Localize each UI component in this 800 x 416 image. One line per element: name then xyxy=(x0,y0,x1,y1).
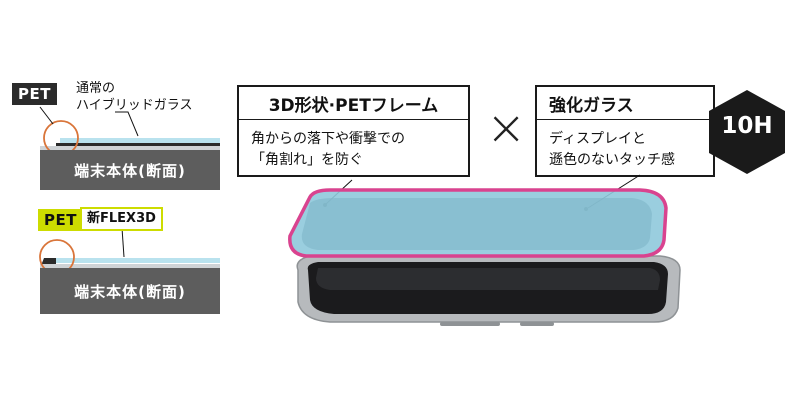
pet-tag-flex3d: PET xyxy=(38,209,83,231)
device-body-cross-section-bottom: 端末本体(断面) xyxy=(40,268,220,314)
cross-section-diagrams xyxy=(39,106,220,275)
times-symbol: × xyxy=(486,100,527,156)
hexagon-shape xyxy=(709,90,785,174)
glass-line-1: ディスプレイと xyxy=(549,131,647,147)
glass-line-2: 遜色のないタッチ感 xyxy=(549,152,675,168)
callout-line-1: 通常の xyxy=(76,81,116,96)
phone-illustration xyxy=(288,174,681,326)
base-layer xyxy=(40,146,220,150)
standard-glass-callout: 通常の ハイブリッドガラス xyxy=(76,80,192,114)
side-button-icon xyxy=(440,322,500,326)
flex-base-layer xyxy=(40,264,220,268)
pet-frame-line-1: 角からの落下や衝撃での xyxy=(251,131,405,147)
glass-description: ディスプレイと 遜色のないタッチ感 xyxy=(549,129,675,171)
glass-layer xyxy=(60,138,220,143)
callout-line-2: ハイブリッドガラス xyxy=(76,98,193,113)
side-button-icon xyxy=(520,322,554,326)
pet-tag-standard: PET xyxy=(12,83,57,105)
pet-layer xyxy=(56,143,220,146)
flex3d-label: 新FLEX3D xyxy=(80,207,163,231)
hexagon-badge-icon xyxy=(709,90,785,174)
flex-leader-line xyxy=(121,227,125,258)
tempered-glass-feature-box: 強化ガラス ディスプレイと 遜色のないタッチ感 xyxy=(535,85,715,177)
pet-frame-feature-box: 3D形状·PETフレーム 角からの落下や衝撃での 「角割れ」を防ぐ xyxy=(237,85,470,177)
standard-glass-layers xyxy=(40,138,220,150)
glass-title: 強化ガラス xyxy=(549,95,634,116)
pet-frame-line-2: 「角割れ」を防ぐ xyxy=(251,152,363,168)
screen-reflection xyxy=(316,268,660,290)
screen-protector-film xyxy=(288,188,668,258)
pet-frame-description: 角からの落下や衝撃での 「角割れ」を防ぐ xyxy=(251,129,405,171)
phone-body xyxy=(296,255,681,326)
film-glass-area xyxy=(301,198,652,250)
glass-title-divider xyxy=(537,119,713,120)
flex3d-layers xyxy=(40,258,220,268)
flex-glass-layer xyxy=(44,258,220,263)
callout-leader-line xyxy=(115,111,139,137)
pet-leader-line xyxy=(39,106,54,125)
device-body-cross-section-top: 端末本体(断面) xyxy=(40,150,220,190)
pet-frame-title: 3D形状·PETフレーム xyxy=(239,87,468,120)
hardness-badge-label: 10H xyxy=(721,113,773,139)
